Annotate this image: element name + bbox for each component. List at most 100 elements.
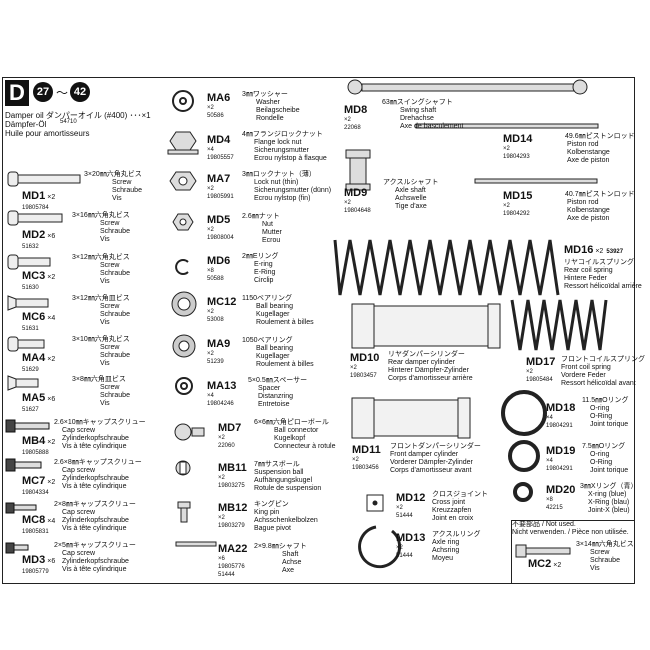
part-md2-num: 51632 [22,244,39,250]
part-ma6-code: MA6 [207,92,231,104]
part-md6-qty: ×8 [207,268,214,274]
part-ma9-qty: ×2 [207,351,214,357]
part-mb12-num: 19803279 [218,523,245,529]
part-ma4-num: 51629 [22,367,39,373]
part-md9-fr: Tige d'axe [395,203,427,210]
part-mc2: 3×14㎜六角丸ビス Screw Schraube Vis [576,540,634,573]
part-mc12-code-block: MC12 ×2 53008 [207,296,236,324]
part-ma22-qty: ×6 [218,556,225,562]
rear-coil-spring-icon [333,239,560,296]
part-md19-de: O-Ring [590,459,613,466]
part-md15-fr: Axe de piston [567,215,610,222]
part-md1-de: Schraube [112,187,142,194]
x-ring-icon [513,482,533,502]
part-md4: 4㎜フランジロックナット Flange lock nut Sicherungsm… [242,130,327,163]
part-md2-de: Schraube [100,228,130,235]
part-md20-code-block: MD20 ×8 42215 [546,484,575,512]
part-ma9-en: Ball bearing [256,345,293,352]
not-used-line-1: 不要部品 / Not used. [512,521,576,528]
part-mc2-code: MC2 [528,558,552,570]
part-mc7-jp: 2.6×8㎜キャップスクリュー [54,459,142,466]
part-md2-qty: ×6 [47,233,56,240]
part-md10-qty: ×2 [350,365,357,371]
part-md12-jp: クロスジョイント [432,491,488,498]
part-mc8-num: 19805831 [22,529,49,535]
part-ma9-code: MA9 [207,338,231,350]
part-md9-code-block: MD9 ×2 19804648 [344,187,371,215]
part-mb11-en: Suspension ball [254,469,304,476]
part-mc3: 3×12㎜六角丸ビス Screw Schraube Vis [72,253,130,286]
part-md8-jp: 63㎜スイングシャフト [382,99,453,106]
part-md20-de: X-Ring (blau) [588,499,630,506]
damper-oil-en: Damper oil [5,111,44,120]
part-ma7-en: Lock nut (thin) [254,179,299,186]
part-md17-jp: フロントコイルスプリング [561,356,645,363]
screw-md1-icon [7,171,81,187]
part-ma5-code-block: MA5×6 51627 [22,392,55,414]
part-md3-en: Cap screw [62,550,96,557]
part-mc6-fr: Vis [100,319,110,326]
part-md1-qty: ×2 [47,194,56,201]
part-md1-code: MD1×2 [22,190,55,204]
part-md20-jp: 3㎜Xリング（青） [580,483,638,490]
part-md19-jp: 7.5㎜Oリング [582,443,626,450]
part-md12-de: Kreuzzapfen [432,507,472,514]
part-mb11-code-block: MB11 ×2 19803275 [218,462,247,490]
bearing-1050-icon [172,334,196,358]
part-md4-jp: 4㎜フランジロックナット [242,131,323,138]
part-mc2-fr: Vis [590,565,600,572]
part-md5-en: Nut [262,221,273,228]
part-ma22-num: 19805776 51444 [218,564,245,578]
shaft-icon [175,541,217,547]
part-md17-en: Front coil spring [561,364,611,371]
part-md4-code-block: MD4 ×4 19805557 [207,134,234,162]
part-ma7-fr: Ecrou nylstop (fin) [254,195,311,202]
part-md18-en: O-ring [590,405,610,412]
part-ma22: 2×9.8㎜シャフト Shaft Achse Axe [254,542,307,575]
screw-ma4-icon [7,336,45,352]
part-ma22-code-block: MA22 ×6 19805776 51444 [218,543,248,579]
part-mc6-code: MC6 [22,311,46,323]
part-md18-de: O-Ring [590,413,613,420]
front-coil-spring-icon [510,299,608,351]
part-ma7: 3㎜ロックナット（薄） Lock nut (thin) Sicherungsmu… [242,170,331,203]
bearing-1150-icon [171,291,197,317]
part-ma22-jp: 2×9.8㎜シャフト [254,543,307,550]
part-md9-qty: ×2 [344,200,351,206]
part-mc7-en: Cap screw [62,467,96,474]
part-mc3-jp: 3×12㎜六角丸ビス [72,254,130,261]
part-mb4-de: Zylinderkopfschraube [62,435,129,442]
part-mc3-fr: Vis [100,278,110,285]
part-md7-jp: 6×6㎜六角ピローボール [254,419,329,426]
part-md13-code: MD13 [396,532,426,544]
part-mc3-code-block: MC3×2 51630 [22,270,55,292]
part-md19-num: 19804291 [546,466,573,472]
part-ma6-jp: 3㎜ワッシャー [242,91,288,98]
part-ma22-de: Achse [282,559,302,566]
part-ma7-qty: ×2 [207,186,214,192]
part-md7-fr: Connecteur à rotule [274,443,336,450]
part-md17-code: MD17 [526,356,556,368]
screw-mc3-icon [7,254,51,270]
part-ma7-jp: 3㎜ロックナット（薄） [242,171,316,178]
screw-mc2-icon [515,544,571,558]
part-md9: アクスルシャフト Axle shaft Achswelle Tige d'axe [383,178,438,211]
part-ma13: 5×0.5㎜スペーサー Spacer Distanzring Entretois… [248,376,307,409]
part-mc2-jp: 3×14㎜六角丸ビス [576,541,634,548]
part-md9-code: MD9 [344,187,368,199]
part-md14-fr: Axe de piston [567,157,610,164]
part-md2-fr: Vis [100,236,110,243]
part-ma6-num: 50586 [207,113,224,119]
part-mb12-de: Achsschenkelbolzen [254,517,318,524]
part-md13-fr: Moyeu [432,555,454,562]
part-md20-fr: Joint-X (bleu) [588,507,630,514]
part-md6-code: MD6 [207,255,231,267]
part-md6-jp: 2㎜Eリング [242,253,279,260]
part-md3-de: Zylinderkopfschraube [62,558,129,565]
part-mc12: 1150ベアリング Ball bearing Kugellager Roulem… [242,294,314,327]
part-md8-num: 22068 [344,125,361,131]
part-mb4-fr: Vis à tête cylindrique [62,443,127,450]
part-mc6-num: 51631 [22,326,39,332]
part-md7-en: Ball connector [274,427,319,434]
